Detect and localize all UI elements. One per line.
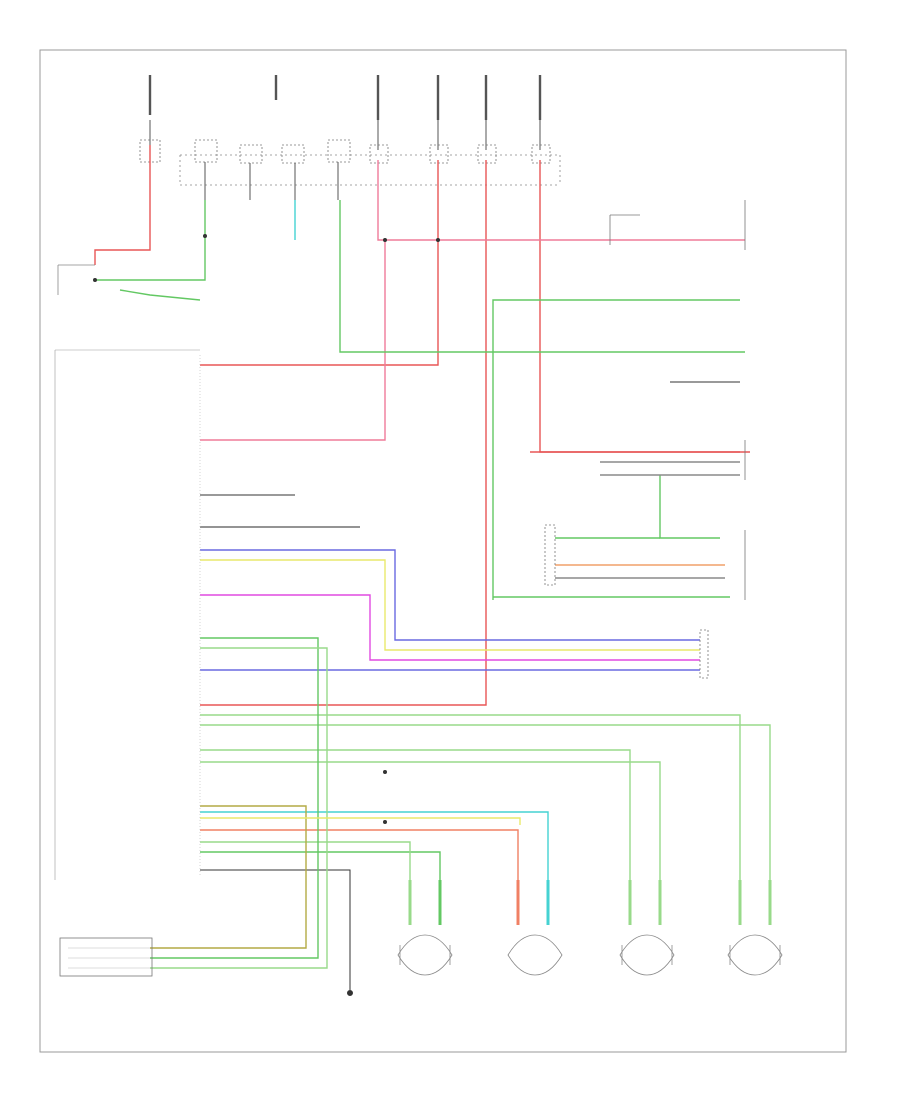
diagram-frame: [39, 49, 847, 1053]
pressure-sensor: [59, 937, 153, 977]
left-module: [57, 264, 95, 295]
module-pin-column: [54, 349, 201, 880]
sensor-left-front: [397, 880, 453, 976]
sensor-left-rear: [619, 880, 675, 976]
splices: [93, 234, 440, 824]
ground-symbol: [347, 990, 353, 996]
connectors: [544, 200, 746, 679]
sensor-right-rear: [727, 880, 783, 976]
sensor-right-front: [507, 880, 563, 976]
tire-sensors: [397, 880, 783, 976]
fuse-block-area: [139, 75, 561, 200]
wires: [94, 145, 771, 990]
